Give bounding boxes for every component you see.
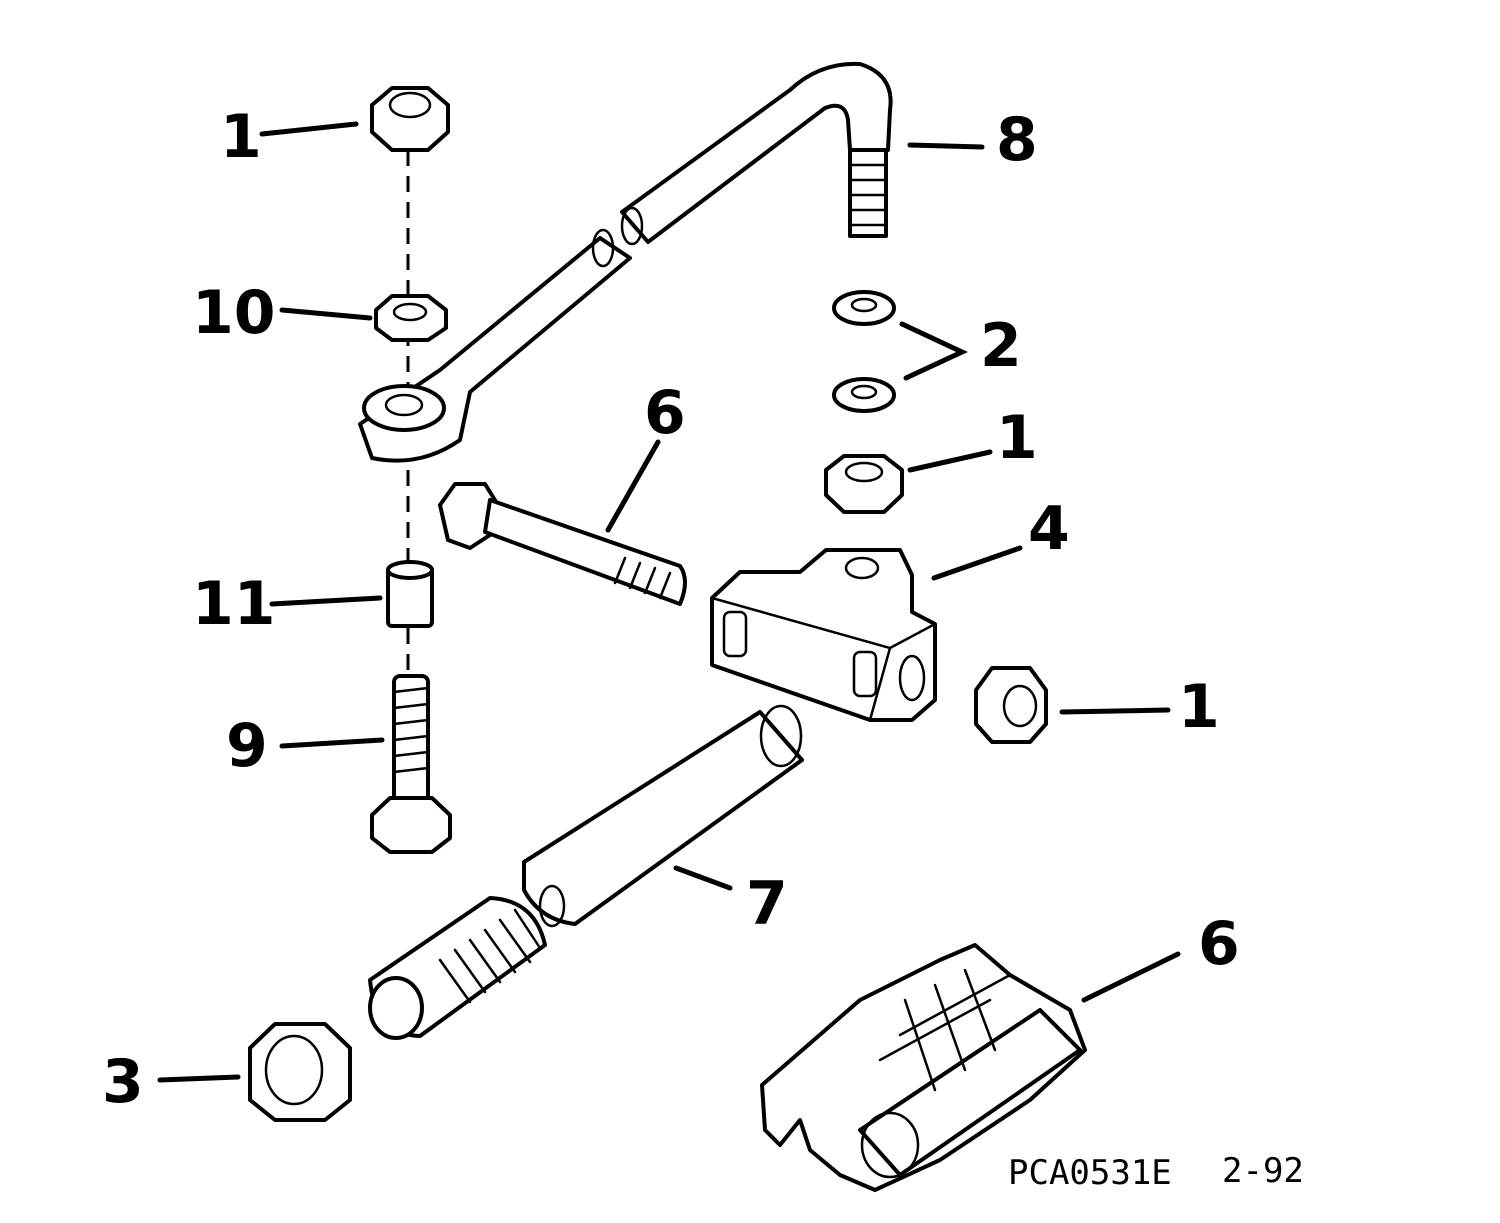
callout-6-bracket: 6	[1198, 909, 1240, 979]
washer-icon	[832, 290, 896, 413]
diagram-date: 2-92	[1222, 1151, 1304, 1191]
spacer-icon	[386, 560, 434, 628]
callout-1-middle: 1	[996, 403, 1038, 473]
callout-8: 8	[996, 105, 1038, 175]
callout-7: 7	[746, 869, 788, 939]
nut-icon	[824, 454, 904, 514]
nut-icon	[248, 1022, 352, 1122]
steering-bracket-icon	[760, 943, 1087, 1192]
callout-1-top: 1	[220, 102, 262, 172]
leader-lines	[157, 121, 1181, 1083]
callout-4: 4	[1028, 494, 1070, 564]
bolt-icon	[438, 482, 687, 606]
nut-icon	[370, 86, 450, 152]
callout-11: 11	[192, 569, 276, 639]
callout-9: 9	[226, 711, 268, 781]
link-rod-icon	[358, 61, 893, 463]
nut-icon	[374, 294, 448, 342]
callout-6-bolt: 6	[644, 378, 686, 448]
diagram-code: PCA0531E	[1008, 1153, 1172, 1193]
connector-block-icon	[710, 548, 937, 722]
callout-1-right: 1	[1178, 672, 1220, 742]
callout-2: 2	[980, 311, 1022, 381]
callout-10: 10	[192, 278, 276, 348]
bolt-icon	[370, 674, 452, 854]
threaded-tube-icon	[368, 704, 804, 1040]
callout-3: 3	[102, 1047, 144, 1117]
nut-icon	[974, 666, 1048, 744]
